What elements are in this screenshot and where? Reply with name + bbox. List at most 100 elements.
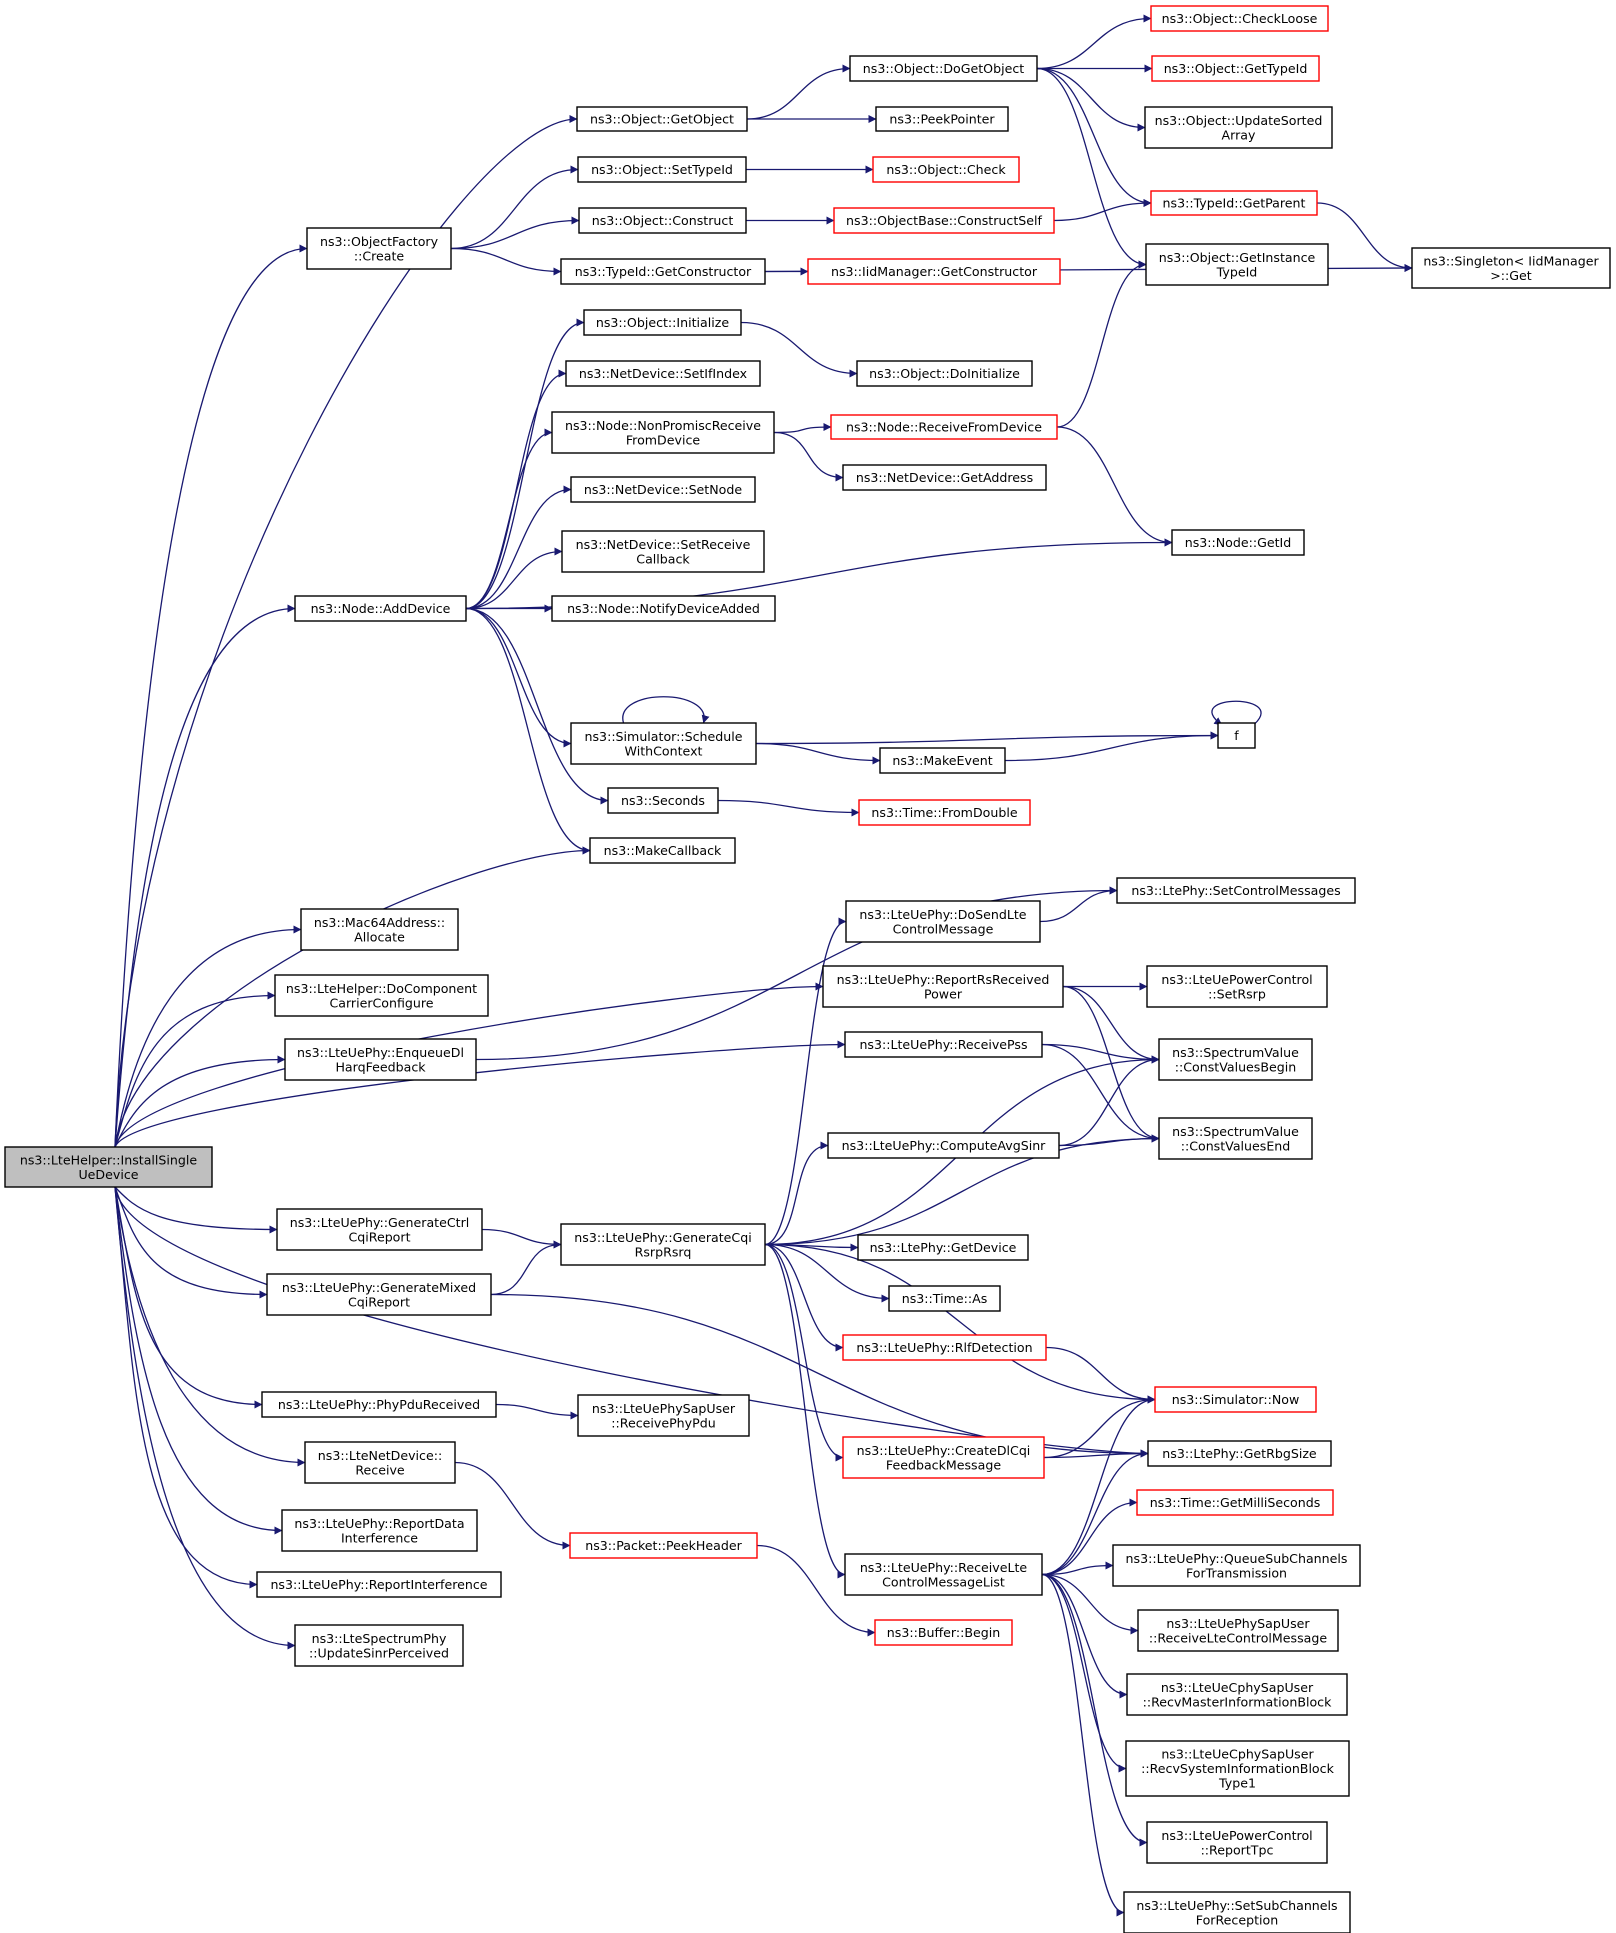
node-label: Interference: [341, 1530, 418, 1545]
node-label: HarqFeedback: [335, 1059, 426, 1074]
node-typeidgetctor[interactable]: ns3::TypeId::GetConstructor: [560, 258, 766, 285]
node-objfactory[interactable]: ns3::ObjectFactory::Create: [306, 227, 452, 270]
edge-root-reportrsrp: [114, 982, 824, 1148]
node-doinitialize[interactable]: ns3::Object::DoInitialize: [856, 360, 1033, 387]
node-box: [261, 1391, 497, 1418]
node-settypeid[interactable]: ns3::Object::SetTypeId: [577, 156, 747, 183]
node-computeavg[interactable]: ns3::LteUePhy::ComputeAvgSinr: [827, 1132, 1060, 1159]
edge-gencqirsrp-cvend: [764, 1134, 1160, 1246]
edge-root-genmixed: [114, 1186, 268, 1299]
node-label: ForTransmission: [1186, 1565, 1287, 1580]
node-label: ::RecvMasterInformationBlock: [1143, 1694, 1332, 1709]
node-createdlcqi[interactable]: ns3::LteUePhy::CreateDlCqiFeedbackMessag…: [842, 1436, 1045, 1479]
node-peekheader[interactable]: ns3::Packet::PeekHeader: [569, 1532, 758, 1559]
node-box: [583, 309, 742, 336]
node-phypdu[interactable]: ns3::LteUePhy::PhyPduReceived: [261, 1391, 497, 1418]
node-iidgetctor[interactable]: ns3::IidManager::GetConstructor: [807, 258, 1061, 285]
edge-computeavg-cvbegin: [1058, 1055, 1160, 1147]
edge-schedulewc-makeevent: [755, 742, 881, 765]
node-mac64[interactable]: ns3::Mac64Address::Allocate: [300, 908, 459, 951]
node-makeevent[interactable]: ns3::MakeEvent: [879, 747, 1006, 774]
node-recvphypdu[interactable]: ns3::LteUePhySapUser::ReceivePhyPdu: [577, 1394, 750, 1437]
node-setnode[interactable]: ns3::NetDevice::SetNode: [570, 476, 756, 503]
node-adddevice[interactable]: ns3::Node::AddDevice: [294, 595, 467, 622]
node-setrsrp[interactable]: ns3::LteUePowerControl::SetRsrp: [1146, 965, 1328, 1008]
node-setctrlmsgs[interactable]: ns3::LtePhy::SetControlMessages: [1116, 877, 1356, 904]
node-recvltectrllist[interactable]: ns3::LteUePhy::ReceiveLteControlMessageL…: [844, 1553, 1043, 1596]
edge-dogetobject-updatesorted: [1036, 67, 1146, 132]
node-timeas[interactable]: ns3::Time::As: [888, 1285, 1001, 1312]
node-getobject[interactable]: ns3::Object::GetObject: [576, 106, 748, 132]
node-docomponent[interactable]: ns3::LteHelper::DoComponentCarrierConfig…: [274, 974, 489, 1017]
node-getparent[interactable]: ns3::TypeId::GetParent: [1150, 190, 1318, 216]
edge-recvltectrllist-getrbgsize: [1041, 1449, 1149, 1576]
node-label: ns3::LteHelper::DoComponent: [286, 981, 477, 996]
node-bufferbegin[interactable]: ns3::Buffer::Begin: [874, 1619, 1013, 1646]
node-getmillisec[interactable]: ns3::Time::GetMilliSeconds: [1136, 1489, 1334, 1516]
node-queuesubch[interactable]: ns3::LteUePhy::QueueSubChannelsForTransm…: [1112, 1544, 1361, 1587]
node-ltenetrecv[interactable]: ns3::LteNetDevice::Receive: [304, 1441, 456, 1484]
edge-receivepss-cvbegin: [1041, 1043, 1160, 1064]
edge-genctrlcqi-gencqirsrp: [481, 1228, 562, 1249]
node-nodegetid[interactable]: ns3::Node::GetId: [1171, 529, 1305, 556]
node-label: ns3::LteUePhySapUser: [1166, 1616, 1310, 1631]
node-updatesinr[interactable]: ns3::LteSpectrumPhy::UpdateSinrPerceived: [294, 1624, 464, 1667]
node-recvsib1[interactable]: ns3::LteUeCphySapUser::RecvSystemInforma…: [1125, 1740, 1350, 1797]
node-box: [1217, 722, 1256, 749]
node-notifydev[interactable]: ns3::Node::NotifyDeviceAdded: [551, 595, 776, 622]
node-f[interactable]: f: [1217, 722, 1256, 749]
node-receivefromdev[interactable]: ns3::Node::ReceiveFromDevice: [830, 414, 1058, 440]
node-seconds[interactable]: ns3::Seconds: [607, 787, 719, 814]
node-box: [844, 1553, 1043, 1596]
node-label: ns3::LteUePhy::ReceiveLte: [860, 1560, 1028, 1575]
node-reportint[interactable]: ns3::LteUePhy::ReportInterference: [256, 1571, 502, 1598]
node-box: [844, 1031, 1043, 1058]
node-initialize[interactable]: ns3::Object::Initialize: [583, 309, 742, 336]
node-checkloose[interactable]: ns3::Object::CheckLoose: [1150, 5, 1329, 32]
node-gettypeid[interactable]: ns3::Object::GetTypeId: [1151, 55, 1320, 82]
nodes-layer: ns3::LteHelper::InstallSingleUeDevicens3…: [4, 5, 1611, 1933]
node-label: Array: [1222, 127, 1256, 142]
node-singleton[interactable]: ns3::Singleton< IidManager>::Get: [1411, 247, 1611, 289]
node-setsubchrx[interactable]: ns3::LteUePhy::SetSubChannelsForReceptio…: [1123, 1891, 1351, 1933]
node-rlfdet[interactable]: ns3::LteUePhy::RlfDetection: [842, 1334, 1047, 1361]
node-setifindex[interactable]: ns3::NetDevice::SetIfIndex: [565, 360, 761, 387]
node-box: [304, 1441, 456, 1484]
node-simnow[interactable]: ns3::Simulator::Now: [1154, 1386, 1317, 1413]
node-getaddress[interactable]: ns3::NetDevice::GetAddress: [842, 464, 1047, 491]
node-label: ControlMessageList: [882, 1574, 1005, 1589]
node-cvend[interactable]: ns3::SpectrumValue::ConstValuesEnd: [1158, 1117, 1313, 1160]
node-recvltectrlmsg[interactable]: ns3::LteUePhySapUser::ReceiveLteControlM…: [1137, 1609, 1339, 1652]
node-getrbgsize[interactable]: ns3::LtePhy::GetRbgSize: [1147, 1440, 1332, 1467]
node-makecallback[interactable]: ns3::MakeCallback: [589, 837, 736, 864]
node-box: [1126, 1673, 1348, 1716]
node-getdevice[interactable]: ns3::LtePhy::GetDevice: [857, 1234, 1029, 1261]
node-receivepss[interactable]: ns3::LteUePhy::ReceivePss: [844, 1031, 1043, 1058]
node-fromdouble[interactable]: ns3::Time::FromDouble: [858, 799, 1031, 826]
node-box: [294, 595, 467, 622]
node-label: ::RecvSystemInformationBlock: [1141, 1761, 1334, 1776]
node-recvmib[interactable]: ns3::LteUeCphySapUser::RecvMasterInforma…: [1126, 1673, 1348, 1716]
node-cvbegin[interactable]: ns3::SpectrumValue::ConstValuesBegin: [1158, 1038, 1313, 1081]
node-box: [857, 1234, 1029, 1261]
node-check[interactable]: ns3::Object::Check: [872, 156, 1020, 183]
node-peekpointer[interactable]: ns3::PeekPointer: [875, 106, 1009, 132]
node-label: TypeId: [1216, 264, 1258, 279]
node-reporttpc[interactable]: ns3::LteUePowerControl::ReportTpc: [1146, 1821, 1328, 1864]
node-constructself[interactable]: ns3::ObjectBase::ConstructSelf: [833, 207, 1055, 234]
node-dogetobject[interactable]: ns3::Object::DoGetObject: [849, 55, 1038, 82]
node-construct[interactable]: ns3::Object::Construct: [578, 207, 747, 234]
